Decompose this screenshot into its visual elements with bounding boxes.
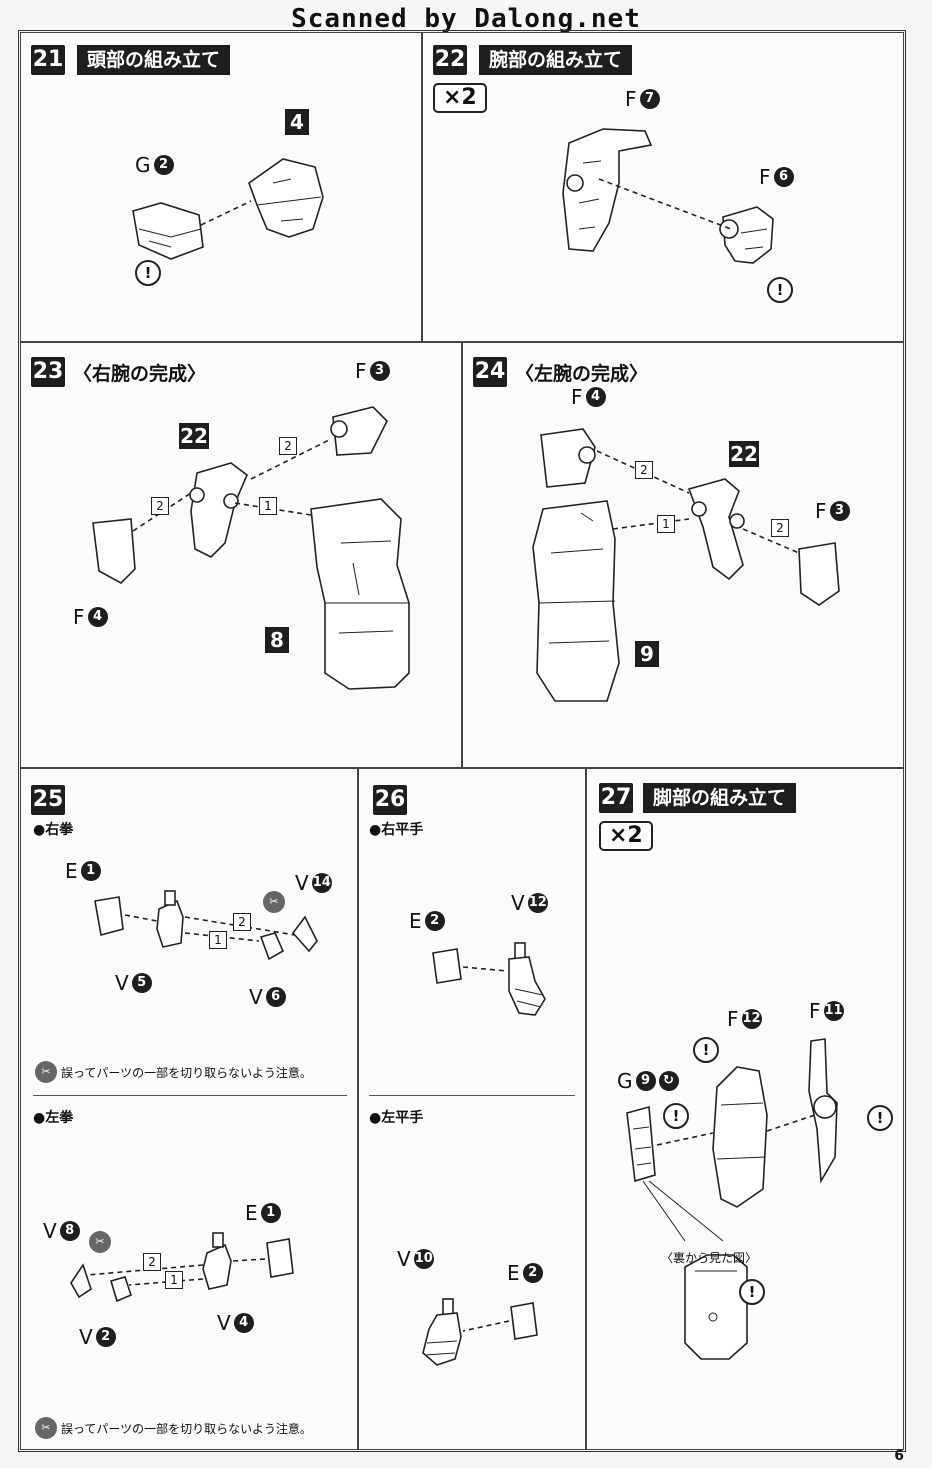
step-title: 脚部の組み立て: [643, 783, 797, 813]
back-view-caption: 〈裏から見た図〉: [661, 1251, 758, 1265]
exclamation-icon: !: [867, 1105, 893, 1131]
step-number: 24: [473, 357, 507, 387]
subsection-right-fist: ●右拳: [33, 822, 74, 838]
section-divider: [33, 1095, 347, 1096]
cut-caution-note: ✂誤ってパーツの一部を切り取らないよう注意。: [35, 1061, 312, 1083]
left-fist-illustration: [70, 1232, 294, 1303]
part-number-4: 4: [285, 109, 309, 135]
step-number: 27: [599, 783, 633, 813]
part-number-22: 22: [179, 423, 209, 449]
left-open-hand-illustration: [422, 1298, 538, 1366]
right-fist-illustration: [94, 890, 318, 961]
step-number: 26: [373, 785, 407, 815]
step-title: 腕部の組み立て: [479, 45, 633, 75]
arm-assembly-illustration: [562, 128, 774, 264]
exclamation-icon: !: [739, 1279, 765, 1305]
leg-assembly-illustration: [626, 1038, 838, 1360]
subsection-left-fist: ●左拳: [33, 1110, 74, 1126]
cut-warning-icon: ✂: [263, 891, 285, 913]
rotate-icon: ↻: [658, 1071, 679, 1091]
quantity-multiplier: ×2: [433, 83, 487, 113]
subsection-left-open-hand: ●左平手: [369, 1110, 424, 1126]
cut-warning-icon: ✂: [35, 1417, 57, 1439]
step-number: 21: [31, 45, 65, 75]
scanner-banner: Scanned by Dalong.net: [291, 4, 641, 34]
exclamation-icon: !: [767, 277, 793, 303]
arrow-step-2: 2: [279, 437, 297, 455]
arrow-step-2: 2: [151, 497, 169, 515]
right-arm-completion-illustration: [92, 406, 410, 690]
arrow-step-2: 2: [233, 913, 251, 931]
part-number-8: 8: [265, 627, 289, 653]
arrow-step-1: 1: [657, 515, 675, 533]
arrow-step-1: 1: [259, 497, 277, 515]
page-number: 6: [894, 1448, 904, 1464]
right-open-hand-illustration: [432, 942, 546, 1016]
exclamation-icon: !: [135, 260, 161, 286]
step-title: 〈右腕の完成〉: [73, 363, 207, 385]
arrow-step-2: 2: [771, 519, 789, 537]
arrow-step-1: 1: [165, 1271, 183, 1289]
arrow-step-2: 2: [143, 1253, 161, 1271]
step-number: 25: [31, 785, 65, 815]
left-arm-completion-illustration: [532, 428, 840, 702]
quantity-multiplier: ×2: [599, 821, 653, 851]
step-title: 〈左腕の完成〉: [515, 363, 649, 385]
head-assembly-illustration: [132, 158, 324, 260]
exclamation-icon: !: [693, 1037, 719, 1063]
page-frame: [18, 30, 906, 1452]
section-divider: [369, 1095, 575, 1096]
step-number: 23: [31, 357, 65, 387]
step-title: 頭部の組み立て: [77, 45, 231, 75]
step-number: 22: [433, 45, 467, 75]
arrow-step-2: 2: [635, 461, 653, 479]
subsection-right-open-hand: ●右平手: [369, 822, 424, 838]
part-number-9: 9: [635, 641, 659, 667]
cut-warning-icon: ✂: [35, 1061, 57, 1083]
cut-caution-note: ✂誤ってパーツの一部を切り取らないよう注意。: [35, 1417, 312, 1439]
arrow-step-1: 1: [209, 931, 227, 949]
part-number-22: 22: [729, 441, 759, 467]
exclamation-icon: !: [663, 1103, 689, 1129]
cut-warning-icon: ✂: [89, 1231, 111, 1253]
